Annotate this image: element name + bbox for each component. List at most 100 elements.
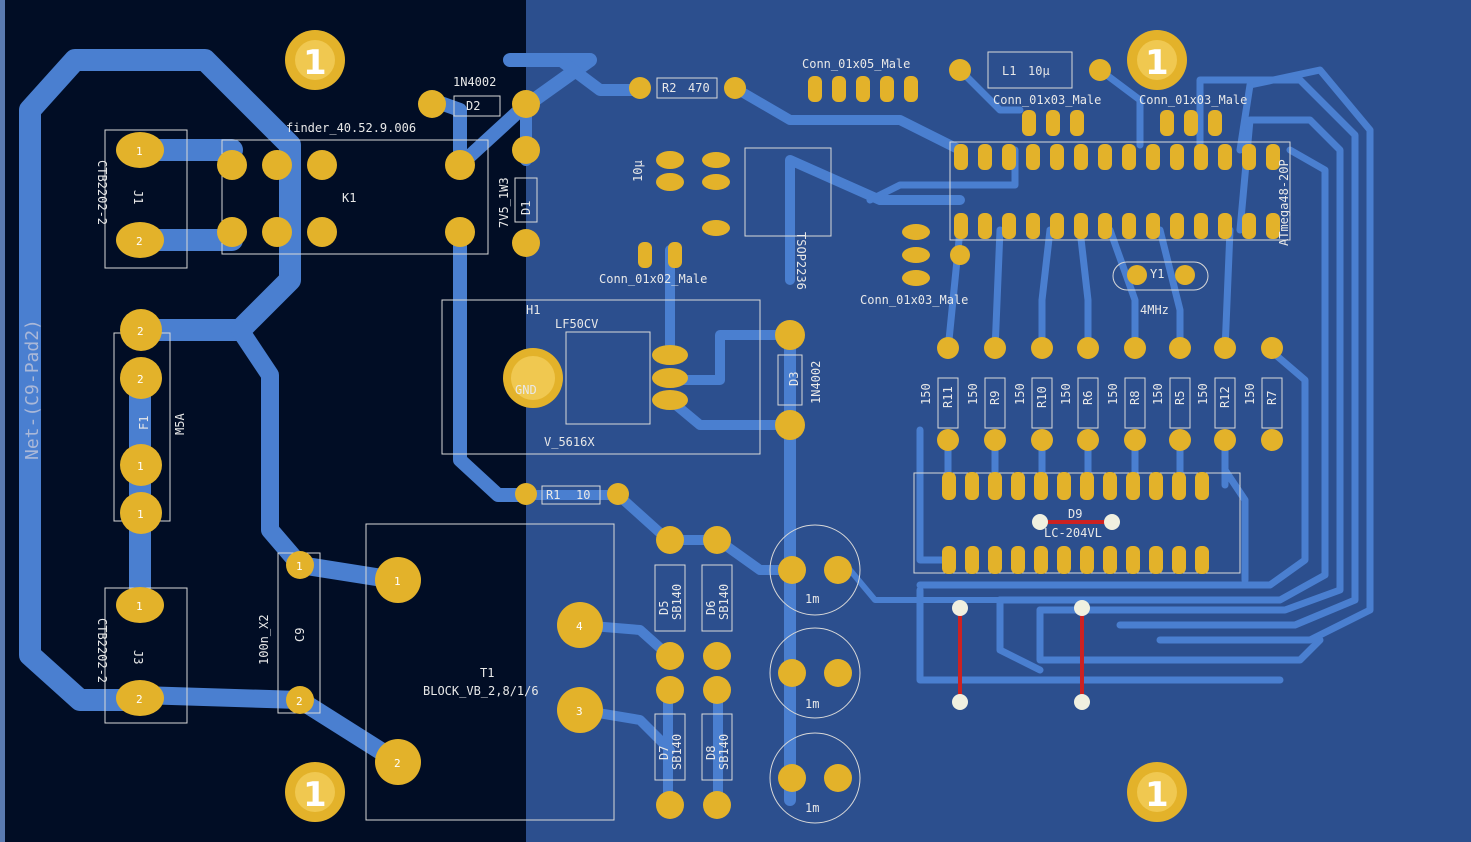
- pad[interactable]: [978, 144, 992, 170]
- pad[interactable]: [1089, 59, 1111, 81]
- pad[interactable]: [1103, 546, 1117, 574]
- pad[interactable]: [652, 345, 688, 365]
- pad[interactable]: [1002, 144, 1016, 170]
- pad[interactable]: [120, 492, 162, 534]
- pad[interactable]: [824, 556, 852, 584]
- pad[interactable]: [512, 90, 540, 118]
- pad[interactable]: [1172, 546, 1186, 574]
- pad[interactable]: [942, 472, 956, 500]
- pad[interactable]: [775, 410, 805, 440]
- pad[interactable]: [668, 242, 682, 268]
- pad[interactable]: [778, 556, 806, 584]
- pad[interactable]: [656, 151, 684, 169]
- pad[interactable]: [1175, 265, 1195, 285]
- pads[interactable]: 1 2 1 2 2 2 1 1 1 2 1 2 4 3: [116, 59, 1283, 819]
- pad[interactable]: [856, 76, 870, 102]
- pad[interactable]: [286, 686, 314, 714]
- pad[interactable]: [1195, 546, 1209, 574]
- pad[interactable]: [703, 526, 731, 554]
- pad[interactable]: [702, 220, 730, 236]
- pad[interactable]: [1080, 546, 1094, 574]
- pad[interactable]: [988, 472, 1002, 500]
- pad[interactable]: [824, 764, 852, 792]
- pad[interactable]: [1169, 337, 1191, 359]
- pad[interactable]: [652, 368, 688, 388]
- pad[interactable]: [1122, 213, 1136, 239]
- pad[interactable]: [262, 217, 292, 247]
- pad[interactable]: [1098, 144, 1112, 170]
- pad[interactable]: [832, 76, 846, 102]
- pad[interactable]: [902, 224, 930, 240]
- pad[interactable]: [1169, 429, 1191, 451]
- pad[interactable]: [942, 546, 956, 574]
- pad[interactable]: [116, 132, 164, 168]
- pad[interactable]: [1195, 472, 1209, 500]
- pad[interactable]: [1214, 429, 1236, 451]
- pad[interactable]: [1057, 472, 1071, 500]
- pad[interactable]: [703, 642, 731, 670]
- pad[interactable]: [904, 76, 918, 102]
- pad[interactable]: [1074, 213, 1088, 239]
- pad[interactable]: [217, 217, 247, 247]
- pad[interactable]: [724, 77, 746, 99]
- pad[interactable]: [1074, 144, 1088, 170]
- pad[interactable]: [607, 483, 629, 505]
- pad[interactable]: [937, 429, 959, 451]
- pad[interactable]: [1050, 144, 1064, 170]
- pad[interactable]: [1077, 429, 1099, 451]
- pad[interactable]: [1218, 144, 1232, 170]
- pad[interactable]: [1172, 472, 1186, 500]
- pad[interactable]: [656, 642, 684, 670]
- pad[interactable]: [638, 242, 652, 268]
- pad[interactable]: [1124, 337, 1146, 359]
- pad[interactable]: [656, 173, 684, 191]
- pad[interactable]: [1218, 213, 1232, 239]
- pad[interactable]: [1126, 472, 1140, 500]
- pad[interactable]: [286, 551, 314, 579]
- pad[interactable]: [808, 76, 822, 102]
- pad[interactable]: [1026, 213, 1040, 239]
- pad[interactable]: [1031, 429, 1053, 451]
- pad[interactable]: [1122, 144, 1136, 170]
- pad[interactable]: [656, 676, 684, 704]
- pad[interactable]: [116, 222, 164, 258]
- pad[interactable]: [1124, 429, 1146, 451]
- pad[interactable]: [629, 77, 651, 99]
- pad[interactable]: [902, 270, 930, 286]
- pad[interactable]: [445, 217, 475, 247]
- pad[interactable]: [902, 247, 930, 263]
- pad[interactable]: [557, 602, 603, 648]
- pad[interactable]: [120, 309, 162, 351]
- pad[interactable]: [515, 483, 537, 505]
- pad[interactable]: [1070, 110, 1084, 136]
- pad[interactable]: [988, 546, 1002, 574]
- pad[interactable]: [778, 764, 806, 792]
- pad[interactable]: [1149, 546, 1163, 574]
- pad[interactable]: [1127, 265, 1147, 285]
- pad[interactable]: [965, 546, 979, 574]
- pad[interactable]: [1057, 546, 1071, 574]
- pad[interactable]: [1002, 213, 1016, 239]
- pad[interactable]: [1022, 110, 1036, 136]
- pad[interactable]: [1261, 337, 1283, 359]
- pad[interactable]: [702, 152, 730, 168]
- pad[interactable]: [880, 76, 894, 102]
- pad[interactable]: [1266, 213, 1280, 239]
- pad[interactable]: [512, 136, 540, 164]
- pad[interactable]: [217, 150, 247, 180]
- pad[interactable]: [116, 680, 164, 716]
- pad[interactable]: [1261, 429, 1283, 451]
- pad[interactable]: [1194, 213, 1208, 239]
- pad[interactable]: [1242, 213, 1256, 239]
- pad[interactable]: [937, 337, 959, 359]
- pad[interactable]: [656, 526, 684, 554]
- pad[interactable]: [1080, 472, 1094, 500]
- pad[interactable]: [1026, 144, 1040, 170]
- pad[interactable]: [775, 320, 805, 350]
- pad[interactable]: [1208, 110, 1222, 136]
- pad[interactable]: [1103, 472, 1117, 500]
- pad[interactable]: [950, 245, 970, 265]
- pad[interactable]: [116, 587, 164, 623]
- pad[interactable]: [702, 174, 730, 190]
- pad[interactable]: [1170, 144, 1184, 170]
